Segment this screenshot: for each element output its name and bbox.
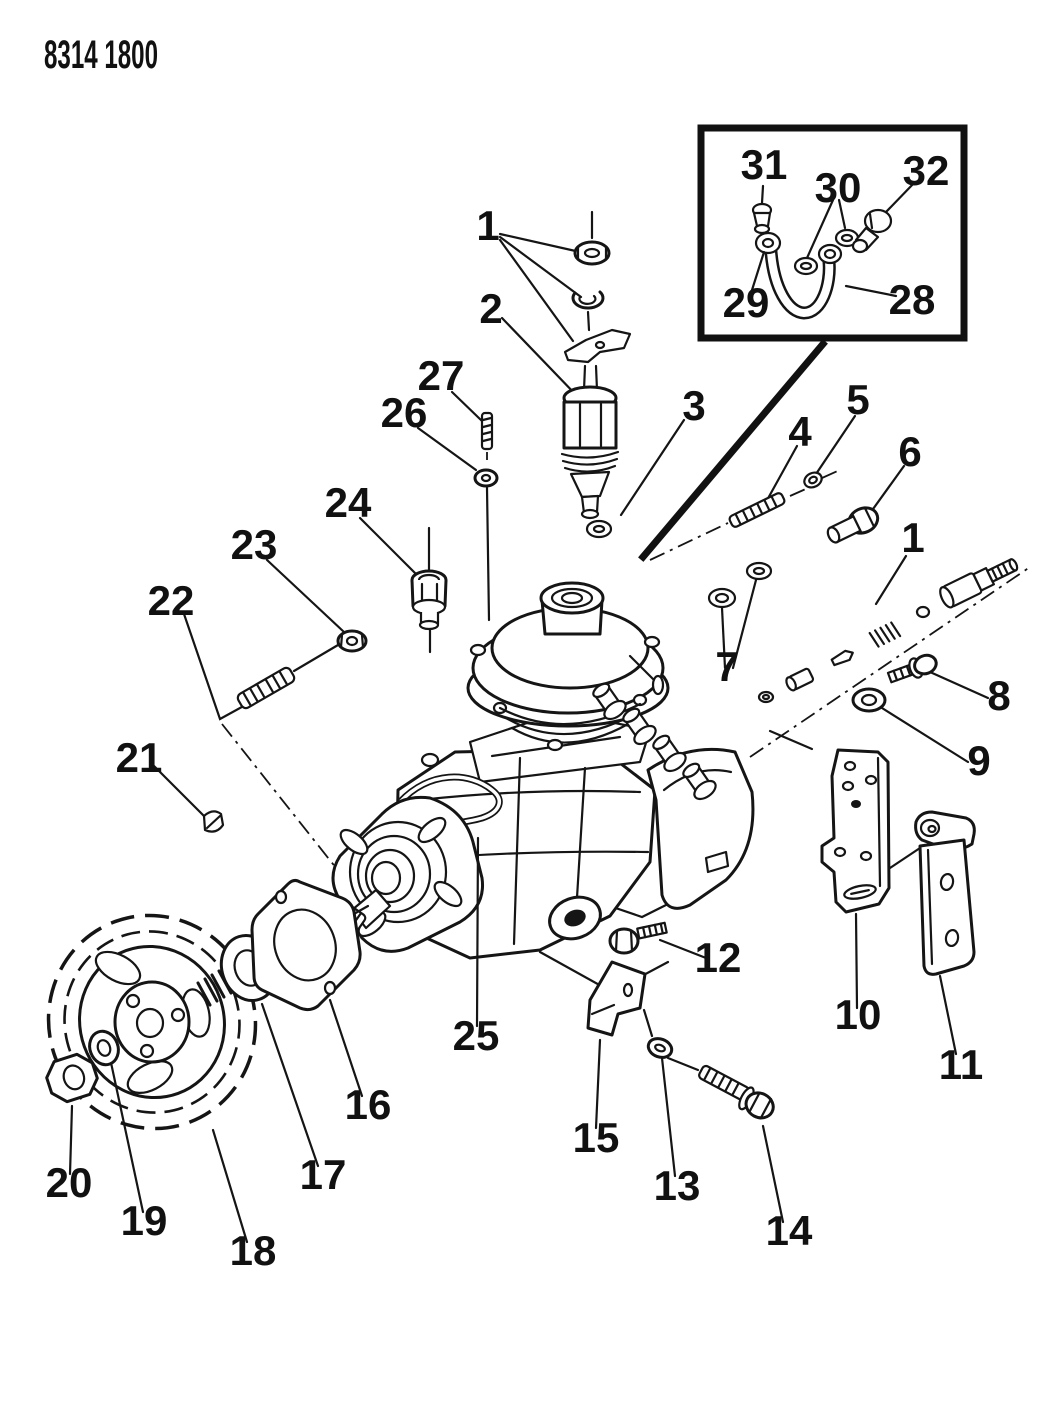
callout-6: 6 <box>898 428 921 475</box>
callout-29: 29 <box>723 279 770 326</box>
callout-32: 32 <box>903 147 950 194</box>
nut-small <box>416 426 499 622</box>
snap-ring <box>571 290 605 332</box>
callout-22: 22 <box>148 577 195 624</box>
overflow-bolt-6 <box>826 506 880 544</box>
callout-3: 3 <box>682 382 705 429</box>
vent-fitting <box>751 184 773 235</box>
stud <box>450 390 494 451</box>
callout-1-right: 1 <box>901 514 924 561</box>
bolt-12 <box>608 921 708 960</box>
callout-9: 9 <box>967 737 990 784</box>
bracket-10 <box>820 748 891 1010</box>
fuel-return-hose <box>750 231 898 320</box>
washer-9 <box>851 687 970 764</box>
callout-24: 24 <box>325 479 372 526</box>
callout-13: 13 <box>654 1162 701 1209</box>
callout-14: 14 <box>766 1207 813 1254</box>
banjo-bolt <box>851 180 917 254</box>
solenoid-group <box>416 210 686 622</box>
leader-25 <box>475 836 480 1028</box>
callout-15: 15 <box>573 1114 620 1161</box>
callout-2: 2 <box>479 285 502 332</box>
mounting-brackets <box>608 748 976 1056</box>
fuel-shutoff-solenoid <box>560 364 620 520</box>
callout-18: 18 <box>230 1227 277 1274</box>
callout-5: 5 <box>846 376 869 423</box>
callout-7: 7 <box>715 643 738 690</box>
washer-13 <box>646 1037 677 1178</box>
cap-nut <box>358 516 448 654</box>
woodruff-key <box>150 762 225 833</box>
figure-number: 8314 1800 <box>44 33 158 77</box>
bolt-14 <box>698 1064 785 1224</box>
bottom-boss <box>548 895 602 941</box>
pulley-group <box>45 836 480 1244</box>
outlet-fittings <box>592 682 717 801</box>
threaded-stud <box>182 612 345 879</box>
callout-10: 10 <box>835 991 882 1038</box>
bracket-15 <box>586 960 647 1130</box>
valve-holder <box>939 558 1019 609</box>
sealing-washers <box>793 198 860 276</box>
callout-4: 4 <box>788 408 812 455</box>
callout-11: 11 <box>939 1041 983 1088</box>
gasket-16 <box>250 878 364 1098</box>
inset-pointer-line <box>638 339 828 562</box>
callout-1-top: 1 <box>476 202 499 249</box>
callout-labels: 1 2 3 4 5 6 7 8 9 10 11 12 13 14 15 16 1… <box>46 141 1011 1274</box>
callout-31: 31 <box>741 141 788 188</box>
spring <box>868 621 902 648</box>
callout-30: 30 <box>815 164 862 211</box>
callout-17: 17 <box>300 1151 347 1198</box>
callout-21: 21 <box>116 734 163 781</box>
nut-5 <box>803 471 823 489</box>
callout-23: 23 <box>231 521 278 568</box>
stud-4 <box>728 492 786 528</box>
callout-20: 20 <box>46 1159 93 1206</box>
hex-nut <box>265 558 368 653</box>
delivery-valve-kit <box>749 554 1031 764</box>
left-fasteners-group <box>150 516 448 879</box>
shaft-nut-20 <box>45 1052 99 1176</box>
callout-12: 12 <box>695 934 742 981</box>
callout-8: 8 <box>987 672 1010 719</box>
bracket-11 <box>914 810 976 1056</box>
callout-26: 26 <box>381 389 428 436</box>
callout-19: 19 <box>121 1197 168 1244</box>
lower-bracket-group <box>586 960 785 1224</box>
screw-8 <box>886 653 990 700</box>
injection-pump-body <box>325 581 922 1018</box>
callout-28: 28 <box>889 276 936 323</box>
washer-19 <box>88 1029 145 1214</box>
callout-25: 25 <box>453 1012 500 1059</box>
inset-box <box>638 124 968 562</box>
callout-27: 27 <box>418 352 465 399</box>
washers-7 <box>707 561 773 670</box>
callout-16: 16 <box>345 1081 392 1128</box>
stud-nut-bolt-group <box>649 414 906 561</box>
